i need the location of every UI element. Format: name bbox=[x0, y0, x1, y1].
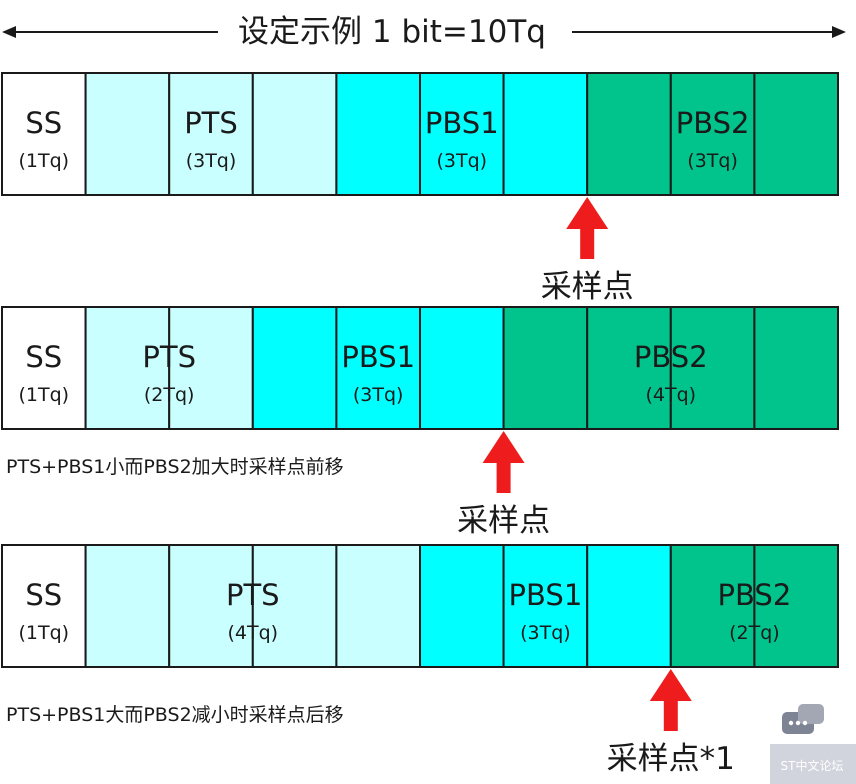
segment-tq-pts: (4Tq) bbox=[228, 622, 279, 644]
tq-cell-pbs2 bbox=[586, 72, 672, 196]
tq-cell-pbs2 bbox=[502, 306, 589, 430]
timing-row-3: SS (1Tq) PTS (4Tq) PBS1 (3Tq) PBS2 (2Tq) 采样点*1 PT… bbox=[1, 544, 840, 777]
timing-rows: SS (1Tq) PTS (3Tq) PBS1 (3Tq) PBS2 (3Tq) 采样点 SS (1… bbox=[1, 72, 840, 777]
segment-tq-pbs2: (2Tq) bbox=[729, 622, 780, 644]
tq-cell-pbs1 bbox=[335, 72, 421, 196]
diagram-title: 设定示例 1 bit=10Tq bbox=[238, 14, 546, 50]
tq-cell-pbs1 bbox=[251, 306, 338, 430]
segment-name-ss: SS bbox=[25, 578, 62, 612]
tq-cell-pts bbox=[168, 72, 254, 196]
sample-point-arrow bbox=[482, 431, 525, 493]
tq-cell-pbs2 bbox=[753, 306, 840, 430]
segment-name-pbs1: PBS1 bbox=[509, 578, 583, 612]
timing-row-1: SS (1Tq) PTS (3Tq) PBS1 (3Tq) PBS2 (3Tq) 采样点 bbox=[1, 72, 840, 305]
span-arrowhead-right bbox=[832, 26, 846, 38]
tq-cell-pbs1 bbox=[419, 306, 505, 430]
tq-cell-pbs1 bbox=[419, 72, 505, 196]
sample-point-label: 采样点 bbox=[541, 269, 634, 305]
span-arrowhead-left bbox=[2, 26, 16, 38]
segment-tq-pbs1: (3Tq) bbox=[520, 622, 571, 644]
timing-row-2: SS (1Tq) PTS (2Tq) PBS1 (3Tq) PBS2 (4Tq) 采样点 PTS+… bbox=[1, 306, 840, 539]
tq-cell-pbs2 bbox=[669, 72, 756, 196]
watermark-bg bbox=[770, 744, 856, 784]
tq-cell-ss bbox=[1, 72, 87, 196]
row-note: PTS+PBS1小而PBS2加大时采样点前移 bbox=[6, 456, 344, 478]
segment-tq-ss: (1Tq) bbox=[19, 384, 70, 406]
segment-name-pbs2: PBS2 bbox=[634, 340, 708, 374]
tq-cell-pbs1 bbox=[335, 306, 421, 430]
tq-cell-pts bbox=[84, 72, 171, 196]
tq-cell-pbs2 bbox=[753, 72, 840, 196]
segment-tq-pbs1: (3Tq) bbox=[353, 384, 404, 406]
segment-name-ss: SS bbox=[25, 106, 62, 140]
tq-cell-pbs1 bbox=[586, 544, 672, 668]
segment-tq-pbs2: (4Tq) bbox=[646, 384, 697, 406]
tq-cell-pbs1 bbox=[419, 544, 505, 668]
tq-cell-pts bbox=[84, 544, 171, 668]
segment-name-pbs2: PBS2 bbox=[676, 106, 750, 140]
chat-bubble-icon-back bbox=[798, 704, 824, 724]
segment-name-pbs1: PBS1 bbox=[341, 340, 415, 374]
tq-cell-pts bbox=[251, 72, 338, 196]
segment-tq-pbs1: (3Tq) bbox=[437, 150, 488, 172]
segment-tq-pbs2: (3Tq) bbox=[687, 150, 738, 172]
tq-cell-pbs2 bbox=[669, 306, 756, 430]
tq-cell-pts bbox=[84, 306, 171, 430]
tq-cell-pts bbox=[168, 544, 254, 668]
bit-span-indicator: 设定示例 1 bit=10Tq bbox=[2, 14, 846, 50]
sample-point-arrow bbox=[649, 669, 692, 731]
segment-name-pbs2: PBS2 bbox=[718, 578, 792, 612]
tq-cell-pts bbox=[168, 306, 254, 430]
segment-name-ss: SS bbox=[25, 340, 62, 374]
tq-cell-pts bbox=[335, 544, 421, 668]
sample-point-label: 采样点 bbox=[457, 503, 550, 539]
chat-dot-icon bbox=[788, 720, 794, 726]
chat-dot-icon bbox=[795, 720, 801, 726]
tq-cell-pbs1 bbox=[502, 544, 589, 668]
segment-tq-ss: (1Tq) bbox=[19, 150, 70, 172]
row-note: PTS+PBS1大而PBS2减小时采样点后移 bbox=[6, 704, 344, 726]
watermark-text: ST中文论坛 bbox=[781, 758, 844, 773]
forum-watermark: ST中文论坛 bbox=[770, 704, 856, 784]
tq-cell-pbs1 bbox=[502, 72, 589, 196]
tq-cell-ss bbox=[1, 544, 87, 668]
segment-name-pbs1: PBS1 bbox=[425, 106, 499, 140]
segment-name-pts: PTS bbox=[184, 106, 238, 140]
tq-cell-pbs2 bbox=[753, 544, 840, 668]
segment-tq-ss: (1Tq) bbox=[19, 622, 70, 644]
tq-cell-pbs2 bbox=[669, 544, 756, 668]
chat-dot-icon bbox=[802, 720, 808, 726]
segment-tq-pts: (2Tq) bbox=[144, 384, 195, 406]
tq-cell-pbs2 bbox=[586, 306, 672, 430]
segment-name-pts: PTS bbox=[226, 578, 280, 612]
sample-point-arrow bbox=[566, 197, 609, 259]
segment-tq-pts: (3Tq) bbox=[186, 150, 237, 172]
segment-name-pts: PTS bbox=[142, 340, 196, 374]
sample-point-label: 采样点*1 bbox=[607, 741, 735, 777]
